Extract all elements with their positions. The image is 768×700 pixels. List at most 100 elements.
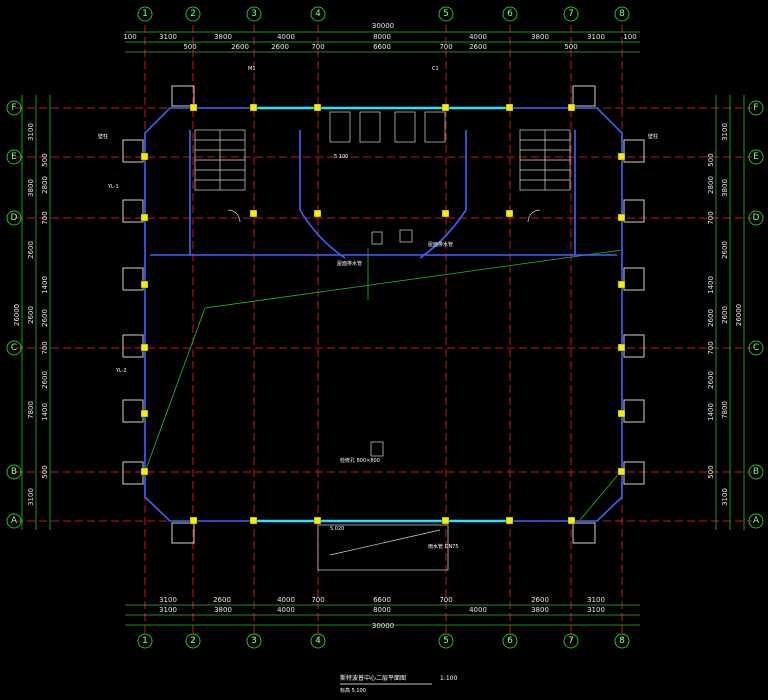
top-dimensions: 30000 100 3100 3800 4000 8000 4000 3800 … [123, 22, 636, 51]
overall-width-top: 30000 [372, 22, 394, 30]
svg-text:6600: 6600 [373, 43, 391, 51]
svg-text:2600: 2600 [41, 371, 49, 389]
svg-text:3100: 3100 [159, 606, 177, 614]
svg-text:2600: 2600 [707, 309, 715, 327]
perimeter-piers [122, 85, 645, 544]
svg-text:700: 700 [311, 43, 324, 51]
svg-text:2600: 2600 [721, 306, 729, 324]
columns [140, 103, 626, 525]
axis-top-3: 3 [251, 9, 257, 19]
svg-text:100: 100 [623, 33, 636, 41]
svg-text:2800: 2800 [707, 176, 715, 194]
axis-top-8: 8 [619, 9, 625, 19]
svg-text:3800: 3800 [214, 606, 232, 614]
svg-text:4000: 4000 [469, 33, 487, 41]
svg-text:3800: 3800 [721, 179, 729, 197]
axis-top-5: 5 [443, 9, 449, 19]
axis-right-B: B [753, 467, 759, 477]
svg-text:3100: 3100 [721, 488, 729, 506]
stair-tag-left: YL-1 [107, 184, 119, 190]
svg-text:7800: 7800 [27, 401, 35, 419]
bottom-note: 雨水管 DN75 [428, 543, 459, 550]
row-axis-bubbles: F E D C B A F E D C B A [6, 100, 764, 529]
right-dimensions: 26000 3100 3800 2600 2600 7800 3100 500 … [707, 123, 743, 506]
svg-text:3800: 3800 [214, 33, 232, 41]
svg-text:3100: 3100 [587, 596, 605, 604]
svg-text:2600: 2600 [41, 309, 49, 327]
pier-label-left: 壁柱 [98, 133, 108, 140]
overall-depth-left: 26000 [13, 304, 21, 326]
axis-bottom-2: 2 [190, 636, 196, 646]
svg-text:2600: 2600 [231, 43, 249, 51]
svg-text:100: 100 [123, 33, 136, 41]
svg-text:2600: 2600 [27, 306, 35, 324]
stair-tag-2: YL-2 [115, 368, 127, 374]
svg-text:3800: 3800 [531, 606, 549, 614]
svg-text:6600: 6600 [373, 596, 391, 604]
svg-text:1400: 1400 [41, 403, 49, 421]
mid-note: 检修孔 800×800 [340, 457, 380, 464]
svg-text:2600: 2600 [469, 43, 487, 51]
svg-text:2600: 2600 [271, 43, 289, 51]
axis-right-E: E [753, 152, 759, 162]
svg-text:3100: 3100 [587, 33, 605, 41]
axis-right-A: A [753, 516, 760, 526]
svg-text:8000: 8000 [373, 33, 391, 41]
left-dimensions: 26000 3100 3800 2600 2600 7800 3100 500 … [13, 123, 49, 506]
svg-text:2600: 2600 [27, 241, 35, 259]
axis-right-F: F [753, 103, 758, 113]
axis-left-B: B [11, 467, 17, 477]
overall-width-bottom: 30000 [372, 622, 394, 630]
grid-lines [15, 25, 752, 640]
svg-text:500: 500 [41, 465, 49, 478]
axis-left-F: F [11, 103, 16, 113]
interior-details [194, 111, 571, 571]
window-tag: C1 [432, 66, 439, 72]
axis-bottom-5: 5 [443, 636, 449, 646]
svg-text:500: 500 [707, 153, 715, 166]
svg-text:500: 500 [41, 153, 49, 166]
note-right: 屋面排水管 [428, 241, 453, 248]
svg-text:700: 700 [707, 211, 715, 224]
drawing-scale: 1:100 [440, 675, 457, 682]
title-block: 斯特波普中心二层平面图 1:100 标高 5.100 [340, 674, 457, 694]
svg-text:3100: 3100 [159, 596, 177, 604]
axis-top-7: 7 [568, 9, 574, 19]
axis-right-C: C [753, 343, 759, 353]
axis-left-C: C [11, 343, 17, 353]
svg-text:3100: 3100 [721, 123, 729, 141]
axis-bottom-3: 3 [251, 636, 257, 646]
axis-bottom-6: 6 [507, 636, 513, 646]
svg-text:700: 700 [439, 43, 452, 51]
axis-bottom-7: 7 [568, 636, 574, 646]
svg-text:500: 500 [707, 465, 715, 478]
svg-text:700: 700 [707, 341, 715, 354]
svg-text:7800: 7800 [721, 401, 729, 419]
svg-text:700: 700 [41, 341, 49, 354]
annotations: 5.100 屋面排水管 屋面排水管 YL-1 YL-2 M1 C1 5.020 … [98, 66, 658, 550]
svg-text:3100: 3100 [27, 488, 35, 506]
svg-text:3100: 3100 [159, 33, 177, 41]
svg-text:4000: 4000 [469, 606, 487, 614]
door-tag: M1 [248, 66, 256, 72]
svg-text:4000: 4000 [277, 596, 295, 604]
axis-bottom-1: 1 [142, 636, 148, 646]
axis-bottom-8: 8 [619, 636, 625, 646]
svg-text:8000: 8000 [373, 606, 391, 614]
dimension-lines [21, 31, 745, 626]
svg-text:4000: 4000 [277, 33, 295, 41]
axis-top-4: 4 [315, 9, 321, 19]
svg-text:700: 700 [41, 211, 49, 224]
axis-left-E: E [11, 152, 17, 162]
bottom-dimensions: 3100 2600 700 4000 6600 700 2600 3100 31… [159, 596, 605, 630]
level-label-bottom: 5.020 [330, 526, 344, 532]
svg-text:700: 700 [311, 596, 324, 604]
axis-right-D: D [753, 213, 760, 223]
column-axis-bubbles: 1 2 3 4 5 6 7 8 1 2 3 4 5 6 7 8 [137, 6, 630, 649]
svg-text:2600: 2600 [531, 596, 549, 604]
axis-left-A: A [11, 516, 18, 526]
svg-text:500: 500 [564, 43, 577, 51]
axis-top-2: 2 [190, 9, 196, 19]
axis-left-D: D [11, 213, 18, 223]
